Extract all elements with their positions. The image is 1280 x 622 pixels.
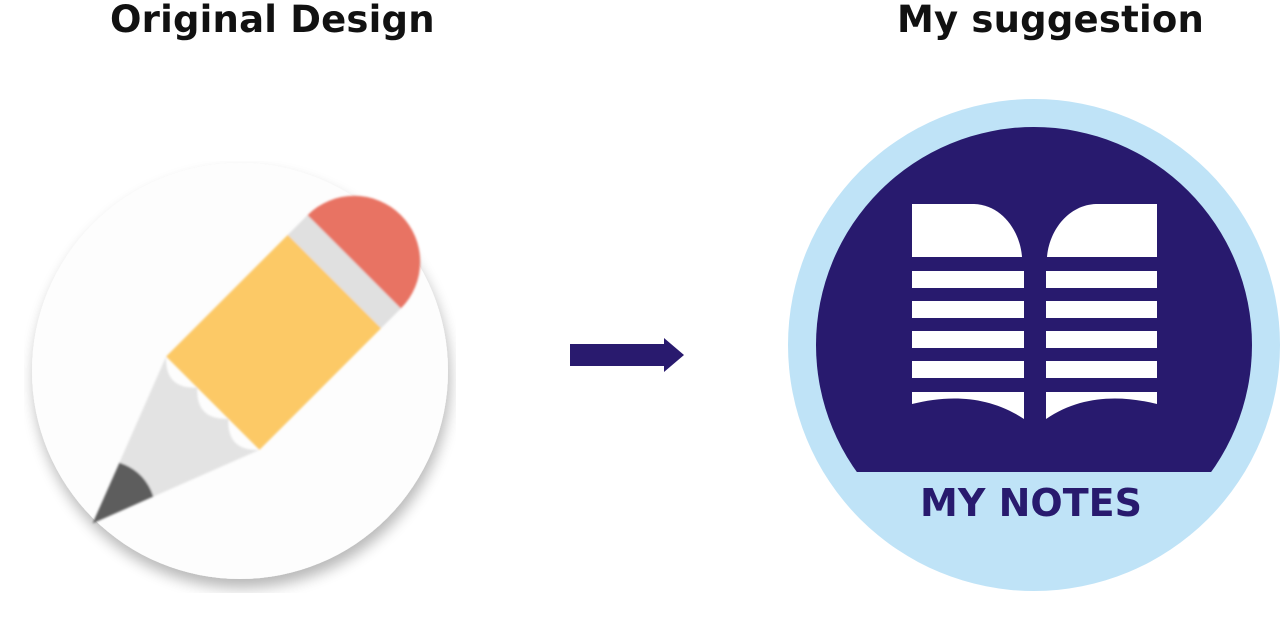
original-design-heading: Original Design [110,0,435,41]
my-notes-label: MY NOTES [920,481,1142,525]
pencil-lead [92,462,154,524]
my-notes-logo: MY NOTES [788,99,1280,591]
arrow [568,336,686,374]
right-arrow-icon [570,338,684,372]
open-book-icon [912,204,1157,419]
my-suggestion-heading: My suggestion [897,0,1205,41]
pencil-ferrule [287,215,401,329]
original-design-icon [24,161,456,593]
inner-circle [816,127,1252,472]
my-notes-icon: MY NOTES [788,99,1280,591]
pencil-body [166,234,382,450]
pencil-icon [32,163,448,579]
